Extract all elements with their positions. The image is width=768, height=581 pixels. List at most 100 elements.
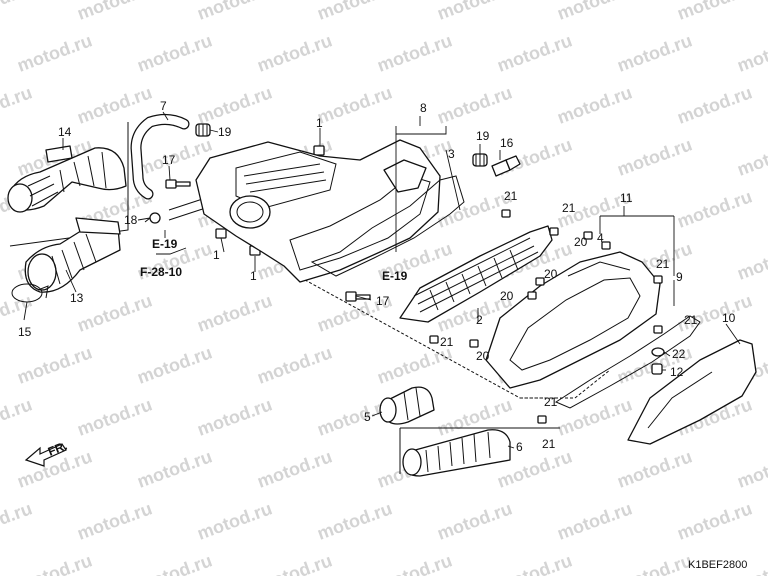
callout-number: 21 [542, 437, 556, 451]
watermark-text: motod.ru [435, 498, 515, 543]
watermark-text: motod.ru [375, 550, 455, 576]
screw [653, 325, 663, 334]
watermark-text: motod.ru [135, 30, 215, 75]
breather-tube-7 [130, 113, 190, 200]
callout-number: 21 [684, 313, 698, 327]
watermark-text: motod.ru [135, 550, 215, 576]
watermark-text: motod.ru [375, 30, 455, 75]
watermark-text: motod.ru [255, 30, 335, 75]
watermark-text: motod.ru [435, 186, 515, 231]
watermark-text: motod.ru [435, 0, 515, 24]
watermark-text: motod.ru [615, 446, 695, 491]
callout-number: 21 [440, 335, 454, 349]
intake-duct-14 [7, 145, 127, 213]
watermark-text: motod.ru [0, 0, 35, 24]
screws [429, 209, 663, 424]
cover-seal [554, 315, 701, 409]
cross-reference-f2810[interactable]: F-28-10 [140, 265, 182, 279]
watermark-text: motod.ru [675, 498, 755, 543]
watermark-text: motod.ru [555, 394, 635, 439]
watermark-text: motod.ru [255, 550, 335, 576]
callout-number: 19 [218, 125, 232, 139]
cross-reference-e19_center[interactable]: E-19 [382, 269, 408, 283]
watermark-text: motod.ru [495, 550, 575, 576]
screw [501, 209, 511, 218]
callout-number: 16 [500, 136, 514, 150]
clip-18 [144, 212, 161, 224]
watermark-text: motod.ru [0, 82, 35, 127]
callout-number: 11 [620, 191, 633, 205]
callout-number: 18 [124, 213, 138, 227]
callout-number: 17 [376, 294, 390, 308]
intake-duct-13 [24, 217, 121, 293]
callout-number: 6 [516, 440, 523, 454]
watermark-text: motod.ru [555, 82, 635, 127]
watermark-text: motod.ru [735, 134, 768, 179]
callout-number: 10 [722, 311, 736, 325]
watermark-text: motod.ru [555, 498, 635, 543]
callout-number: 21 [656, 257, 670, 271]
watermark-text: motod.ru [255, 342, 335, 387]
watermark-text: motod.ru [735, 446, 768, 491]
leader-lines [23, 111, 741, 449]
watermark-text: motod.ru [495, 30, 575, 75]
callout-number: 1 [213, 248, 220, 262]
callout-number: 3 [448, 147, 455, 161]
watermark-text: motod.ru [75, 394, 155, 439]
watermark-text: motod.ru [0, 498, 35, 543]
watermark-text: motod.ru [315, 82, 395, 127]
watermark-text: motod.ru [0, 394, 35, 439]
watermark-text: motod.ru [315, 498, 395, 543]
screw [537, 415, 547, 424]
callout-number: 1 [250, 269, 257, 283]
callout-number: 17 [162, 153, 176, 167]
watermark-text: motod.ru [75, 0, 155, 24]
watermark-text: motod.ru [195, 0, 275, 24]
watermark-text: motod.ru [675, 186, 755, 231]
callout-number: 2 [476, 313, 483, 327]
assembly-guides [9, 122, 611, 474]
callout-number: 4 [597, 231, 604, 245]
watermark-text: motod.ru [735, 238, 768, 283]
callout-number: 20 [500, 289, 514, 303]
direction-label: FR. [46, 439, 69, 459]
callout-number: 7 [160, 99, 167, 113]
callout-number: 1 [316, 116, 323, 130]
watermark-text: motod.ru [615, 134, 695, 179]
watermark-text: motod.ru [135, 342, 215, 387]
watermark-text: motod.ru [75, 498, 155, 543]
bolt-17-bottom [345, 291, 371, 302]
drain-plug-16 [491, 155, 521, 177]
collar-22 [651, 347, 665, 357]
watermark-text: motod.ru [135, 446, 215, 491]
connecting-tube-5 [379, 386, 435, 425]
watermark-text: motod.ru [615, 550, 695, 576]
callout-number: 15 [18, 325, 32, 339]
callout-number: 20 [544, 267, 558, 281]
screw [549, 227, 559, 236]
watermark-text: motod.ru [255, 446, 335, 491]
watermark-text: motod.ru [195, 82, 275, 127]
grommet-12 [651, 363, 663, 375]
watermark-text: motod.ru [315, 0, 395, 24]
watermark-text: motod.ru [555, 0, 635, 24]
connecting-tube-6 [402, 429, 511, 477]
watermark-text: motod.ru [195, 498, 275, 543]
watermark-text: motod.ru [15, 342, 95, 387]
callout-number: 5 [364, 410, 371, 424]
cross-reference-e19_left[interactable]: E-19 [152, 237, 178, 251]
callout-number: 21 [504, 189, 518, 203]
watermark-text: motod.ru [435, 82, 515, 127]
watermark-text: motod.ru [15, 30, 95, 75]
callout-number: 20 [574, 235, 588, 249]
watermark-text: motod.ru [75, 290, 155, 335]
callout-number: 9 [676, 270, 683, 284]
watermark-text: motod.ru [675, 82, 755, 127]
screw [601, 241, 611, 250]
watermark-text: motod.ru [375, 342, 455, 387]
front-direction-arrow [24, 443, 67, 467]
